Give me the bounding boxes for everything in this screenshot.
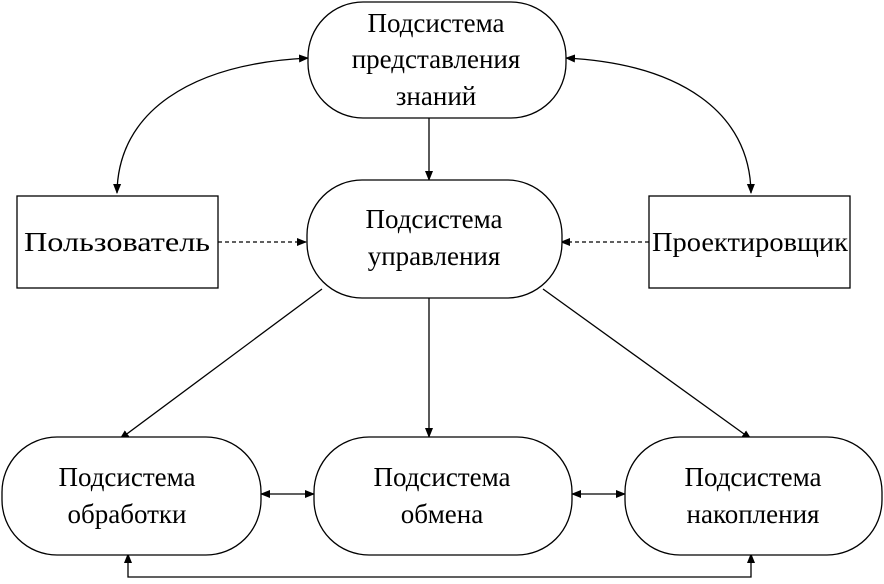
node-user-box [16, 195, 219, 289]
node-control-line-1: Подсистема [365, 204, 502, 234]
node-knowledge-line-1: Подсистема [367, 8, 504, 38]
edge-processing-storage [124, 553, 755, 578]
node-exchange-line-1: Подсистема [373, 462, 510, 492]
node-storage-line-2: накопления [687, 499, 820, 529]
node-control-box [306, 179, 563, 299]
node-designer-box [648, 195, 851, 289]
node-knowledge-line-2: представления [352, 44, 521, 74]
node-knowledge-box [307, 1, 567, 119]
node-storage-box [624, 436, 883, 556]
node-exchange-box [313, 436, 573, 556]
edge-knowledge-designer [565, 54, 755, 194]
node-designer-label: Проектировщик [652, 227, 849, 257]
node-storage-line-1: Подсистема [684, 462, 821, 492]
node-processing-box [1, 436, 262, 556]
edge-control-storage [542, 288, 752, 440]
edge-knowledge-user [113, 54, 309, 194]
node-processing-line-2: обработки [68, 499, 187, 529]
node-user-label: Пользователь [24, 227, 210, 257]
edge-control-processing [119, 288, 323, 440]
node-exchange-line-2: обмена [401, 499, 483, 529]
node-control-line-2: управления [368, 241, 501, 271]
node-processing-line-1: Подсистема [58, 462, 195, 492]
node-knowledge-line-3: знаний [396, 81, 476, 111]
